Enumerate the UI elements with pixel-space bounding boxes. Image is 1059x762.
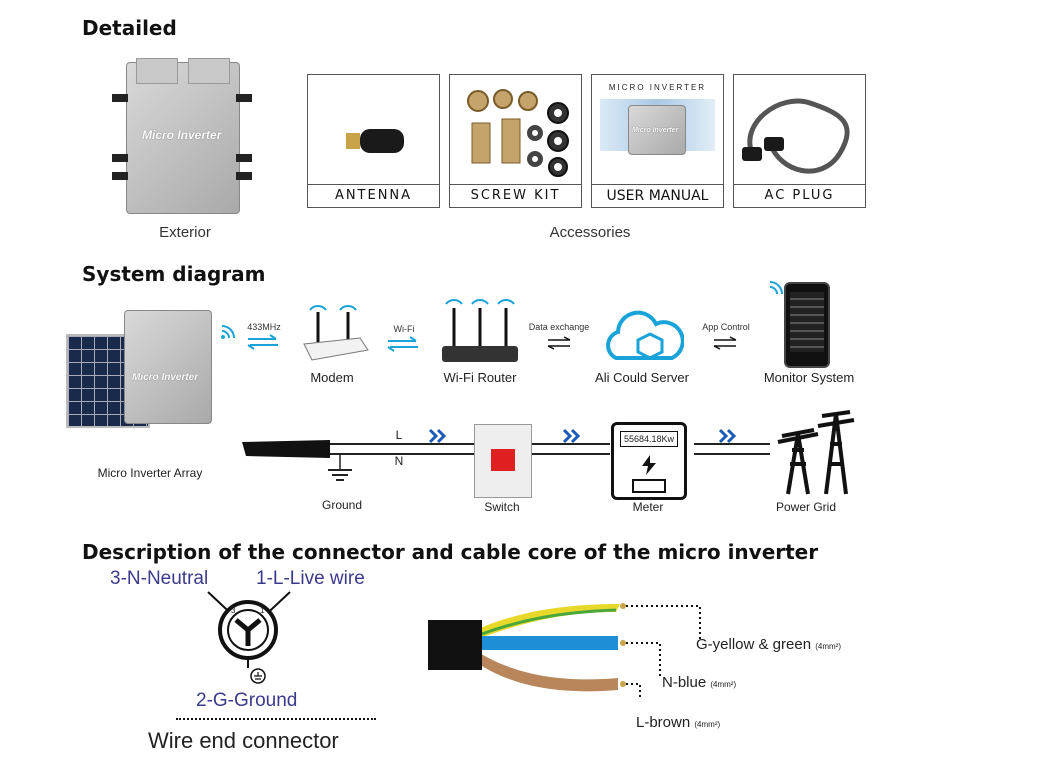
- accessory-label-antenna: ANTENNA: [308, 184, 439, 207]
- cable-label-yellow-green: G-yellow & green (4mm²): [696, 636, 841, 653]
- cable-core-diagram: [428, 603, 701, 700]
- line-label-N: N: [394, 454, 404, 468]
- meter-display: 55684.18Kw: [620, 431, 678, 447]
- inverter-array-label: Micro Inverter Array: [97, 466, 203, 480]
- ground-label: Ground: [321, 498, 363, 512]
- modem-label: Modem: [310, 370, 354, 385]
- antenna-icon: [346, 129, 404, 153]
- exchange-arrow-icon: [547, 336, 571, 350]
- monitor-phone-icon: [784, 282, 830, 368]
- connector-pin-diagram: [207, 591, 291, 684]
- link-label-433mhz: 433MHz: [247, 322, 281, 332]
- wireless-signal-icon: [221, 325, 235, 339]
- exterior-caption: Exterior: [159, 224, 211, 241]
- ac-plug-cable-icon: [742, 98, 850, 174]
- link-label-app-control: App Control: [702, 322, 750, 332]
- switch-label: Switch: [484, 500, 520, 514]
- manual-inverter-label: Micro Inverter: [632, 127, 679, 134]
- wifi-router-icon: [442, 299, 518, 362]
- power-grid-tower-icon: [777, 410, 855, 495]
- bidirectional-arrow-icon: [387, 336, 418, 352]
- accessory-label-screw-kit: SCREW KIT: [450, 184, 581, 207]
- link-label-data-exchange: Data exchange: [528, 322, 590, 332]
- accessory-user-manual: MICRO INVERTER Micro Inverter USER MANUA…: [591, 74, 724, 208]
- router-label: Wi-Fi Router: [443, 370, 517, 385]
- accessory-label-user-manual: USER MANUAL: [592, 184, 723, 207]
- exterior-inverter-label: Micro Inverter: [142, 128, 222, 142]
- cable-label-brown: L-brown (4mm²): [636, 714, 720, 731]
- brown-size: (4mm²): [694, 720, 721, 729]
- modem-icon: [303, 305, 369, 361]
- exterior-inverter-image: Micro Inverter: [112, 58, 252, 218]
- accessory-label-ac-plug: AC PLUG: [734, 184, 865, 207]
- pin-number-3: 3: [231, 606, 236, 615]
- section-title-description: Description of the connector and cable c…: [82, 540, 819, 564]
- breaker-toggle: [491, 449, 515, 471]
- accessory-screw-kit: SCREW KIT: [449, 74, 582, 208]
- yellow-green-text: G-yellow & green: [696, 636, 812, 653]
- cable-label-blue: N-blue (4mm²): [662, 674, 736, 691]
- accessory-antenna: ANTENNA: [307, 74, 440, 208]
- dotted-divider: [176, 718, 376, 720]
- pin-label-ground: 2-G-Ground: [196, 690, 298, 711]
- micro-inverter-device: [124, 310, 212, 424]
- manual-header: MICRO INVERTER: [608, 83, 707, 92]
- section-title-detailed: Detailed: [82, 16, 177, 40]
- link-label-wifi: Wi-Fi: [393, 324, 415, 334]
- power-line-diagram: [242, 428, 770, 481]
- pin-label-neutral: 3-N-Neutral: [110, 568, 209, 589]
- wireless-signal-icon: [769, 281, 783, 294]
- circuit-breaker-switch: [474, 424, 532, 498]
- exchange-arrow-icon: [713, 336, 737, 350]
- yellow-green-size: (4mm²): [815, 642, 842, 651]
- accessory-ac-plug: AC PLUG: [733, 74, 866, 208]
- pin-number-1: 1: [260, 606, 265, 615]
- cloud-server-icon: [606, 310, 684, 360]
- lightning-icon: [642, 455, 656, 475]
- energy-meter: 55684.18Kw: [611, 422, 687, 500]
- screw-kit-icon: [467, 89, 569, 177]
- pin-label-live: 1-L-Live wire: [256, 568, 365, 589]
- section-title-system-diagram: System diagram: [82, 262, 266, 286]
- brown-text: L-brown: [636, 714, 691, 731]
- blue-size: (4mm²): [710, 680, 737, 689]
- meter-label: Meter: [632, 500, 664, 514]
- connector-caption: Wire end connector: [148, 728, 339, 753]
- server-label: Ali Could Server: [595, 370, 689, 385]
- power-grid-label: Power Grid: [775, 500, 837, 514]
- bidirectional-arrow-icon: [247, 334, 278, 350]
- blue-text: N-blue: [662, 674, 707, 691]
- monitor-label: Monitor System: [763, 370, 855, 385]
- line-label-L: L: [395, 428, 403, 442]
- system-inverter-label: Micro Inverter: [132, 372, 199, 383]
- accessories-caption: Accessories: [549, 224, 631, 241]
